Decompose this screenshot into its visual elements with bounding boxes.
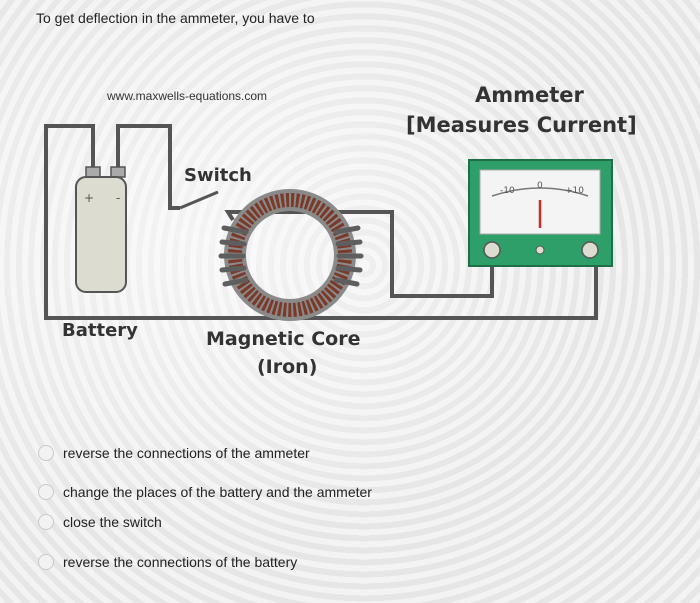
battery-minus-sign: - [116,191,120,205]
wire-switch-left [116,124,180,210]
scale-plus-ten: +10 [565,186,584,196]
coil-windings [218,225,364,287]
ammeter-terminal-right [581,241,599,259]
question-text: To get deflection in the ammeter, you ha… [36,10,315,26]
option-label: close the switch [63,514,162,530]
ammeter-knob [535,245,545,255]
answer-option-2[interactable]: change the places of the battery and the… [38,484,372,500]
radio-button[interactable] [38,445,54,461]
answer-option-1[interactable]: reverse the connections of the ammeter [38,445,310,461]
circuit-wires [44,124,598,320]
wire-outer-loop [44,124,598,320]
answer-option-4[interactable]: reverse the connections of the battery [38,554,297,570]
answer-option-3[interactable]: close the switch [38,514,162,530]
battery: + - [75,166,127,293]
ammeter-terminal-left [483,241,501,259]
scale-minus-ten: -10 [500,186,515,196]
source-url: www.maxwells-equations.com [107,89,268,103]
ammeter-title: Ammeter [475,83,584,107]
battery-plus-sign: + [84,191,94,205]
scale-zero: 0 [537,181,543,191]
option-label: reverse the connections of the ammeter [63,445,310,461]
magnetic-core [218,189,364,321]
battery-label: Battery [62,320,138,341]
radio-button[interactable] [38,554,54,570]
ammeter-subtitle: [Measures Current] [406,113,637,137]
wire-coil-to-ammeter [224,210,494,298]
magnetic-core-sublabel: (Iron) [257,356,318,378]
option-label: change the places of the battery and the… [63,484,372,500]
ammeter: -10 0 +10 [468,159,613,267]
magnetic-core-label: Magnetic Core [206,328,361,350]
radio-button[interactable] [38,514,54,530]
radio-button[interactable] [38,484,54,500]
switch-label: Switch [184,165,252,186]
switch-lever [179,190,219,210]
option-label: reverse the connections of the battery [63,554,298,570]
